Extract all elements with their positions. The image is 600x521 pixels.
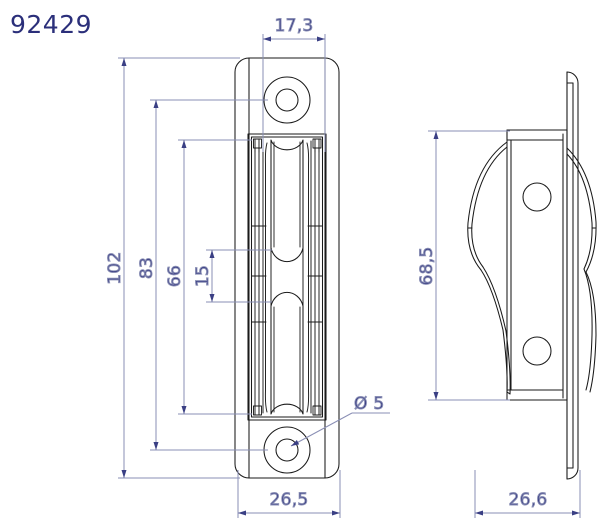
side-axle-hole-lower xyxy=(522,336,552,366)
side-sheave-upper-left-outer xyxy=(467,141,508,271)
housing-rib-ticks xyxy=(251,225,323,323)
sheave-lower-rim xyxy=(273,306,301,413)
dim-front-width-label: 26,5 xyxy=(269,490,308,510)
dim-overall-height xyxy=(118,57,240,479)
dim-bore-leader-line xyxy=(290,412,353,447)
dim-top-width xyxy=(262,34,326,152)
dim-hole-spacing xyxy=(150,99,268,451)
side-sheave-upper-left-inner xyxy=(471,146,508,268)
dim-overall-height-label: 102 xyxy=(105,251,125,284)
pulley-housing-frame xyxy=(247,133,327,421)
dim-hole-spacing-label: 83 xyxy=(137,257,157,279)
side-sheave-lower-left-inner xyxy=(482,266,511,395)
side-sheave-lower-left-end xyxy=(506,391,511,395)
dim-side-width-label: 26,6 xyxy=(508,490,547,510)
dim-side-height-label: 68,5 xyxy=(417,246,437,285)
dimension-layer: 17,3 102 83 66 15 xyxy=(105,16,581,518)
sheave-upper xyxy=(270,139,304,263)
side-sheave-lower-left-outer xyxy=(480,269,508,393)
side-view-region xyxy=(460,60,595,490)
housing-rib-caps-top xyxy=(253,138,322,153)
top-hole-bore xyxy=(275,88,299,112)
dim-bore-diameter xyxy=(290,412,390,447)
front-view-region xyxy=(228,50,348,486)
side-flange-plate xyxy=(566,71,579,480)
dim-front-width xyxy=(237,470,341,518)
dim-bore-diameter-label: Ø 5 xyxy=(354,394,385,414)
bottom-hole-bore xyxy=(275,438,299,462)
dim-sheave-span xyxy=(178,139,252,415)
sheave-upper-rim xyxy=(273,141,301,248)
side-sheave-upper-right-inner xyxy=(566,153,593,270)
side-sheave-lower-right-inner xyxy=(583,268,593,391)
housing-rib-caps-bottom xyxy=(253,405,322,416)
dim-sheave-span-label: 66 xyxy=(165,265,185,287)
dim-top-width-label: 17,3 xyxy=(274,16,313,36)
side-sheave-lower-right-outer xyxy=(585,271,597,393)
side-axle-hole-upper xyxy=(522,182,552,212)
sheave-lower xyxy=(270,291,304,415)
dim-side-height xyxy=(428,130,510,401)
part-number-title: 92429 xyxy=(10,10,92,39)
dim-center-gap-label: 15 xyxy=(193,265,213,287)
side-sheave-upper-right-outer xyxy=(566,147,597,273)
front-plate-outline xyxy=(234,57,340,479)
side-view xyxy=(467,71,597,480)
pulley-housing-inner xyxy=(250,136,324,418)
dim-center-gap xyxy=(206,249,272,303)
dim-side-width xyxy=(474,470,581,518)
